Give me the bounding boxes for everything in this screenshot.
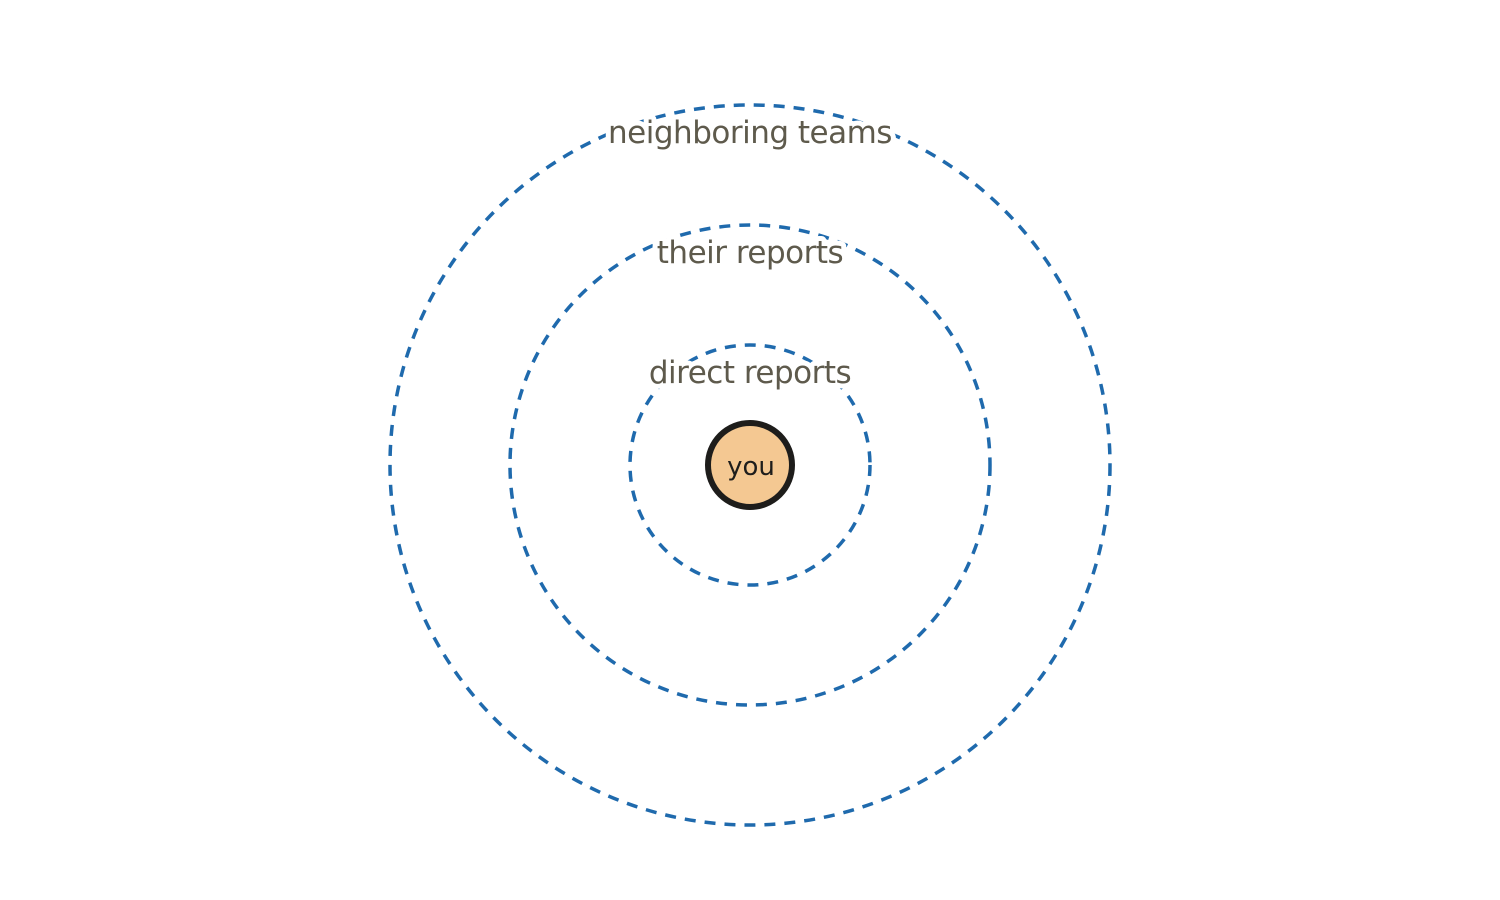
ring-direct-reports [628,343,872,587]
ring-neighboring-teams [388,103,1112,827]
center-node [705,420,795,510]
ring-label-direct-reports: direct reports [649,355,851,391]
center-node-label: you [727,452,775,482]
ring-their-reports [508,223,992,707]
ring-label-their-reports: their reports [657,235,843,271]
ring-label-neighboring-teams: neighboring teams [608,115,892,151]
